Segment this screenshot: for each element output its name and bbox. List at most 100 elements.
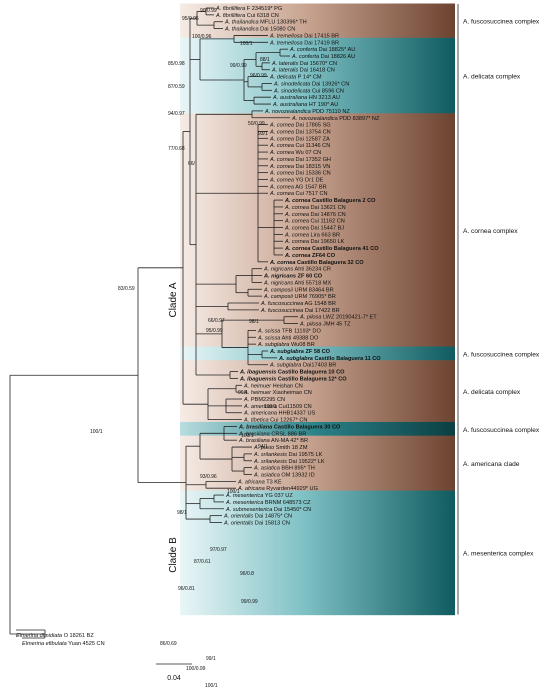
tip-label: A. cornea Castillo Balaguera 41 CO <box>284 246 379 252</box>
tip-label: A. brasiliana AN-MA 42* BR <box>238 438 308 444</box>
support-value: 100/0.99 <box>186 666 206 672</box>
tip-label: A. ibaguensis Castillo Balaguera 10 CO <box>239 370 345 376</box>
tip-label: A. fibrillifera F 234519* PG <box>215 6 282 12</box>
tip-label: A. cornea Lira 663 BR <box>284 232 340 238</box>
support-value: 90/0.99 <box>200 8 217 14</box>
support-value: 95/0.99 <box>206 328 223 334</box>
tip-label: A. cornea Dai 15447 BJ <box>284 226 344 232</box>
support-value: 100/1 <box>240 41 253 47</box>
tip-label: A. cornea Dai 13754 CN <box>269 129 331 135</box>
support-value: 99/1 <box>238 390 248 396</box>
support-value: 100/1 <box>90 429 103 435</box>
tip-label: A. cornea Dai 12587 ZA <box>269 136 330 142</box>
tip-label: A. cornea Wu 07 CN <box>269 150 321 156</box>
tip-label: A. nigricans Ahti 55718 MX <box>263 280 331 286</box>
tip-label: A. africana Ryvarden44929* UG <box>237 486 318 492</box>
support-value: 100/1 <box>227 489 240 495</box>
tip-label: A. novozealandica PDD 83897* NZ <box>291 116 380 122</box>
tip-label: A. submesenterica Dai 15450* CN <box>225 507 311 513</box>
tip-label: A. scissa TFB 11193* DO <box>257 328 321 334</box>
support-value: 94/0.97 <box>168 111 185 117</box>
tip-label: A. asiatica OM 13932 ID <box>253 472 315 478</box>
support-value: 96/0.81 <box>178 586 195 592</box>
tip-label: A. australiana HT 190* AU <box>272 102 338 108</box>
tip-label: A. nigricans ZF 60 CO <box>263 274 323 280</box>
tip-label: A. scissa Ahti 49388 DO <box>257 335 319 341</box>
tip-label: A. subglabra Wu08 BR <box>257 342 315 348</box>
complex-label-mesenterica: A. mesenterica complex <box>463 550 534 557</box>
complex-label-delicata2: A. delicata complex <box>463 389 521 396</box>
support-value: 88/1 <box>260 57 270 63</box>
support-value: 85/0.98 <box>168 61 185 67</box>
tip-label: A. asiatica BBH 895* TH <box>253 466 315 472</box>
support-value: 99/1 <box>206 656 216 662</box>
clade-b-text: Clade B <box>168 537 179 573</box>
tip-label: A. ibaguensis Castillo Balaguera 12* CO <box>239 376 347 382</box>
tip-label: A. fuscosuccinea Dai 17422 BR <box>260 308 340 314</box>
band-delicata1 <box>180 37 455 115</box>
support-value: 87/0.59 <box>168 84 185 90</box>
tip-label: A. cornea YG Dr1 DE <box>269 178 324 184</box>
tip-label: A. cornea Castillo Balaguera 2 CO <box>284 198 376 204</box>
complex-brackets: A. fuscosuccinea complex A. delicata comp… <box>457 4 540 615</box>
clade-a-text: Clade A <box>168 282 179 317</box>
support-value: 66/0.97 <box>208 318 225 324</box>
tip-label: A. americana HHB14337 US <box>243 411 315 417</box>
tip-label: A. thailandica Dai 15080 CN <box>224 27 295 33</box>
complex-bands <box>180 3 455 616</box>
tip-label: A. tremellosa Dai 17419 BR <box>269 40 339 46</box>
support-value: 97/0.97 <box>210 547 227 553</box>
tip-label: A. sinodelicata Dai 13926* CN <box>273 81 349 87</box>
tip-label: A. delicata P 14* CM <box>269 75 322 81</box>
tip-label: A. cornea Cui 7517 CN <box>269 191 328 197</box>
band-americana <box>180 435 455 492</box>
tree-branches <box>9 7 298 639</box>
support-value: 50/0.99 <box>248 121 265 127</box>
tip-label: A. srilankesis Dai 19575 LK <box>253 452 323 458</box>
clade-a-label: Clade A <box>168 282 179 317</box>
tip-label: A. fibrillifera Cui 6318 CN <box>215 13 279 19</box>
tip-label: A. fuscosuccinea AG 1548 BR <box>260 301 336 307</box>
band-fusco3 <box>180 421 455 437</box>
support-value: 100/1 <box>264 404 277 410</box>
support-value: 100/0.96 <box>192 34 212 40</box>
clade-b-label: Clade B <box>168 537 179 573</box>
tip-label: A. orientalis Dai 15813 CN <box>223 521 290 527</box>
tip-label: A. cornea ZF64 CO <box>284 253 336 259</box>
tip-label: A. mesenterica YG 037 UZ <box>225 493 293 499</box>
support-value: 100/1 <box>205 683 218 689</box>
support-value: 86/0.69 <box>160 641 177 647</box>
tip-label: A. subglabra Castillo Balaguera 11 CO <box>278 356 381 362</box>
support-value: 83/0.59 <box>118 286 135 292</box>
tip-label: A. africana T3 KE <box>237 479 282 485</box>
tip-label: A. lateralis Dai 15670* CN <box>271 61 337 67</box>
tip-label: A. pilosa LWZ 20190421-7* ET <box>299 315 377 321</box>
band-cornea <box>180 113 455 348</box>
tip-label: A. orientalis Dai 14875* CN <box>223 514 292 520</box>
band-fusco1 <box>180 3 455 39</box>
support-value: 77/0.68 <box>168 146 185 152</box>
support-value: 100/1 <box>241 433 254 439</box>
support-value: 95/0.95 <box>182 16 199 22</box>
tip-label: A. nigricans Ahti 36234 CR <box>263 267 331 273</box>
complex-label-fusco1: A. fuscosuccinea complex <box>463 19 540 26</box>
complex-label-fusco3: A. fuscosuccinea complex <box>463 427 540 434</box>
support-value: 96/0.8 <box>240 571 254 577</box>
tip-label: A. cornea Dai 17352 GH <box>269 157 331 163</box>
tip-label: A. sinodelicata Cui 8596 CN <box>273 88 344 94</box>
tip-label: A. conferta Dai 18825* AU <box>289 47 355 53</box>
scale-bar-label: 0.04 <box>167 675 181 682</box>
tip-label: A. novozealandica PDD 75110 NZ <box>264 109 350 115</box>
tip-label: A. cornea Dai 15336 CN <box>269 171 331 177</box>
tip-label: A. americana Cui11509 CN <box>243 404 312 410</box>
support-value: 94/1 <box>258 444 268 450</box>
tip-label: A. cornea Dai 18315 VN <box>269 164 330 170</box>
tip-label: A. brasiliana CRSL 886 BR <box>238 431 306 437</box>
tip-label: A. cornea Dai 17865 SG <box>269 123 331 129</box>
support-value: 99/0.99 <box>230 63 247 69</box>
support-value: 98/1 <box>177 510 187 516</box>
tip-label: A. australiana HN 3213 AU <box>272 95 340 101</box>
band-fusco2 <box>180 346 455 362</box>
tip-label: A. cornea Dai 14876 CN <box>284 212 346 218</box>
